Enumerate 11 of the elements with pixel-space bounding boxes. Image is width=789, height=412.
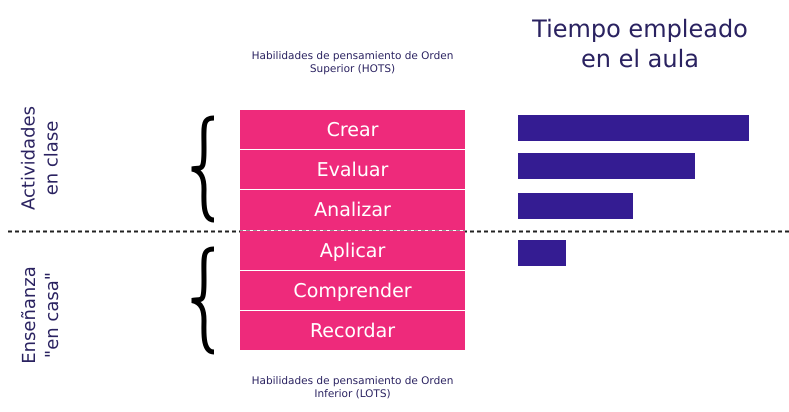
skill-box: Analizar [240, 190, 465, 230]
side-label: Enseñanza "en casa" [19, 265, 64, 366]
skill-box: Aplicar [240, 231, 465, 270]
skill-box: Crear [240, 110, 465, 149]
level-label: Habilidades de pensamiento de Orden Inferior (LOTS) [250, 375, 454, 402]
level-label: Habilidades de pensamiento de Orden Superior (HOTS) [250, 50, 454, 76]
side-label: Actividades en clase [18, 105, 63, 212]
skill-box: Evaluar [240, 150, 465, 189]
skill-box: Recordar [240, 311, 465, 350]
skill-box: Comprender [240, 271, 465, 310]
chart-title: Tiempo empleado en el aula [531, 14, 749, 74]
